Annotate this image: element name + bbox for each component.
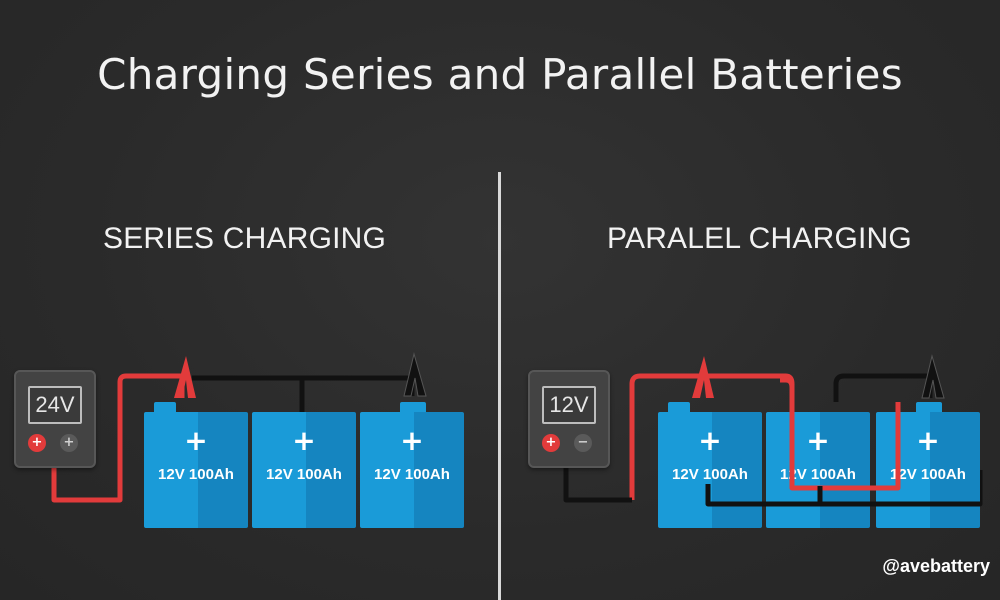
center-divider (498, 172, 501, 600)
battery-plus-symbol: + (400, 424, 424, 457)
battery-terminal-cap (400, 402, 426, 412)
parallel-battery-3: + 12V 100Ah (876, 402, 980, 528)
series-black-clamp-icon (403, 352, 427, 397)
battery-plus-symbol: + (698, 424, 722, 457)
parallel-charger: 12V + − (528, 370, 610, 468)
main-title: Charging Series and Parallel Batteries (97, 50, 903, 99)
series-red-wire (51, 373, 185, 503)
battery-label: 12V 100Ah (158, 466, 234, 483)
parallel-section-title: PARALEL CHARGING (607, 222, 912, 255)
series-charger: 24V + + (14, 370, 96, 468)
parallel-red-clamp-icon (692, 356, 714, 398)
series-section-title: SERIES CHARGING (103, 222, 387, 255)
series-charger-positive-terminal: + (28, 434, 46, 452)
series-battery-2: + 12V 100Ah (252, 412, 356, 528)
battery-label: 12V 100Ah (672, 466, 748, 483)
parallel-charger-positive-terminal: + (542, 434, 560, 452)
parallel-battery-1: + 12V 100Ah (658, 402, 762, 528)
battery-label: 12V 100Ah (266, 466, 342, 483)
series-charger-display: 24V (28, 386, 82, 424)
battery-terminal-cap (154, 402, 176, 412)
watermark: @avebattery (882, 556, 990, 576)
parallel-charger-display: 12V (542, 386, 596, 424)
series-black-wire (192, 375, 415, 412)
battery-label: 12V 100Ah (780, 466, 856, 483)
battery-plus-symbol: + (916, 424, 940, 457)
parallel-battery-2: + 12V 100Ah (766, 412, 870, 528)
series-battery-3: + 12V 100Ah (360, 402, 464, 528)
battery-terminal-cap (668, 402, 690, 412)
parallel-black-top (833, 373, 933, 402)
series-charger-negative-terminal: + (60, 434, 78, 452)
series-battery-1: + 12V 100Ah (144, 402, 248, 528)
battery-plus-symbol: + (292, 424, 316, 457)
series-red-clamp-icon (174, 356, 196, 398)
parallel-black-clamp-icon (921, 354, 945, 399)
battery-terminal-cap (916, 402, 942, 412)
battery-plus-symbol: + (806, 424, 830, 457)
parallel-charger-negative-terminal: − (574, 434, 592, 452)
battery-label: 12V 100Ah (890, 466, 966, 483)
parallel-black-wire (563, 462, 632, 503)
battery-plus-symbol: + (184, 424, 208, 457)
battery-label: 12V 100Ah (374, 466, 450, 483)
